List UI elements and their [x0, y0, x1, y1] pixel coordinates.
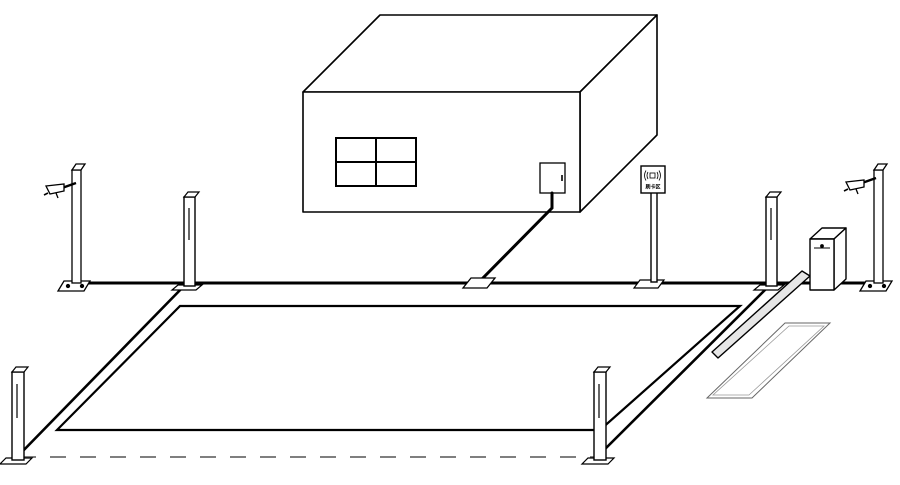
guard-house-window — [335, 137, 417, 187]
camera-icon-left — [43, 183, 65, 199]
infrared-post-back-right — [752, 191, 786, 291]
card-reader: 刷卡区 — [632, 165, 666, 289]
lot-outline — [17, 284, 771, 457]
infrared-post-back-left — [170, 191, 204, 291]
camera-pole-right — [843, 163, 894, 292]
vehicle-detection-zone — [705, 322, 832, 399]
vehicle-detection-zone-inner — [711, 325, 826, 396]
card-reader-label: 刷卡区 — [645, 184, 660, 191]
junction-box — [461, 277, 497, 289]
infrared-post-front-left — [0, 366, 34, 465]
control-cabinet — [539, 162, 566, 194]
lot-edge-left — [17, 284, 186, 457]
camera-icon-right — [843, 179, 865, 195]
camera-pole-left — [43, 163, 92, 292]
barrier-cabinet-side — [833, 227, 847, 291]
parking-inner-rectangle — [54, 304, 743, 432]
infrared-post-front-right — [580, 366, 616, 465]
cabinet-cable — [476, 191, 554, 285]
lot-edge-right — [597, 284, 771, 457]
barrier-gate — [711, 227, 847, 359]
barrier-arm — [711, 270, 811, 359]
rfid-waves-icon — [644, 170, 661, 181]
card-reader-panel — [640, 165, 666, 194]
